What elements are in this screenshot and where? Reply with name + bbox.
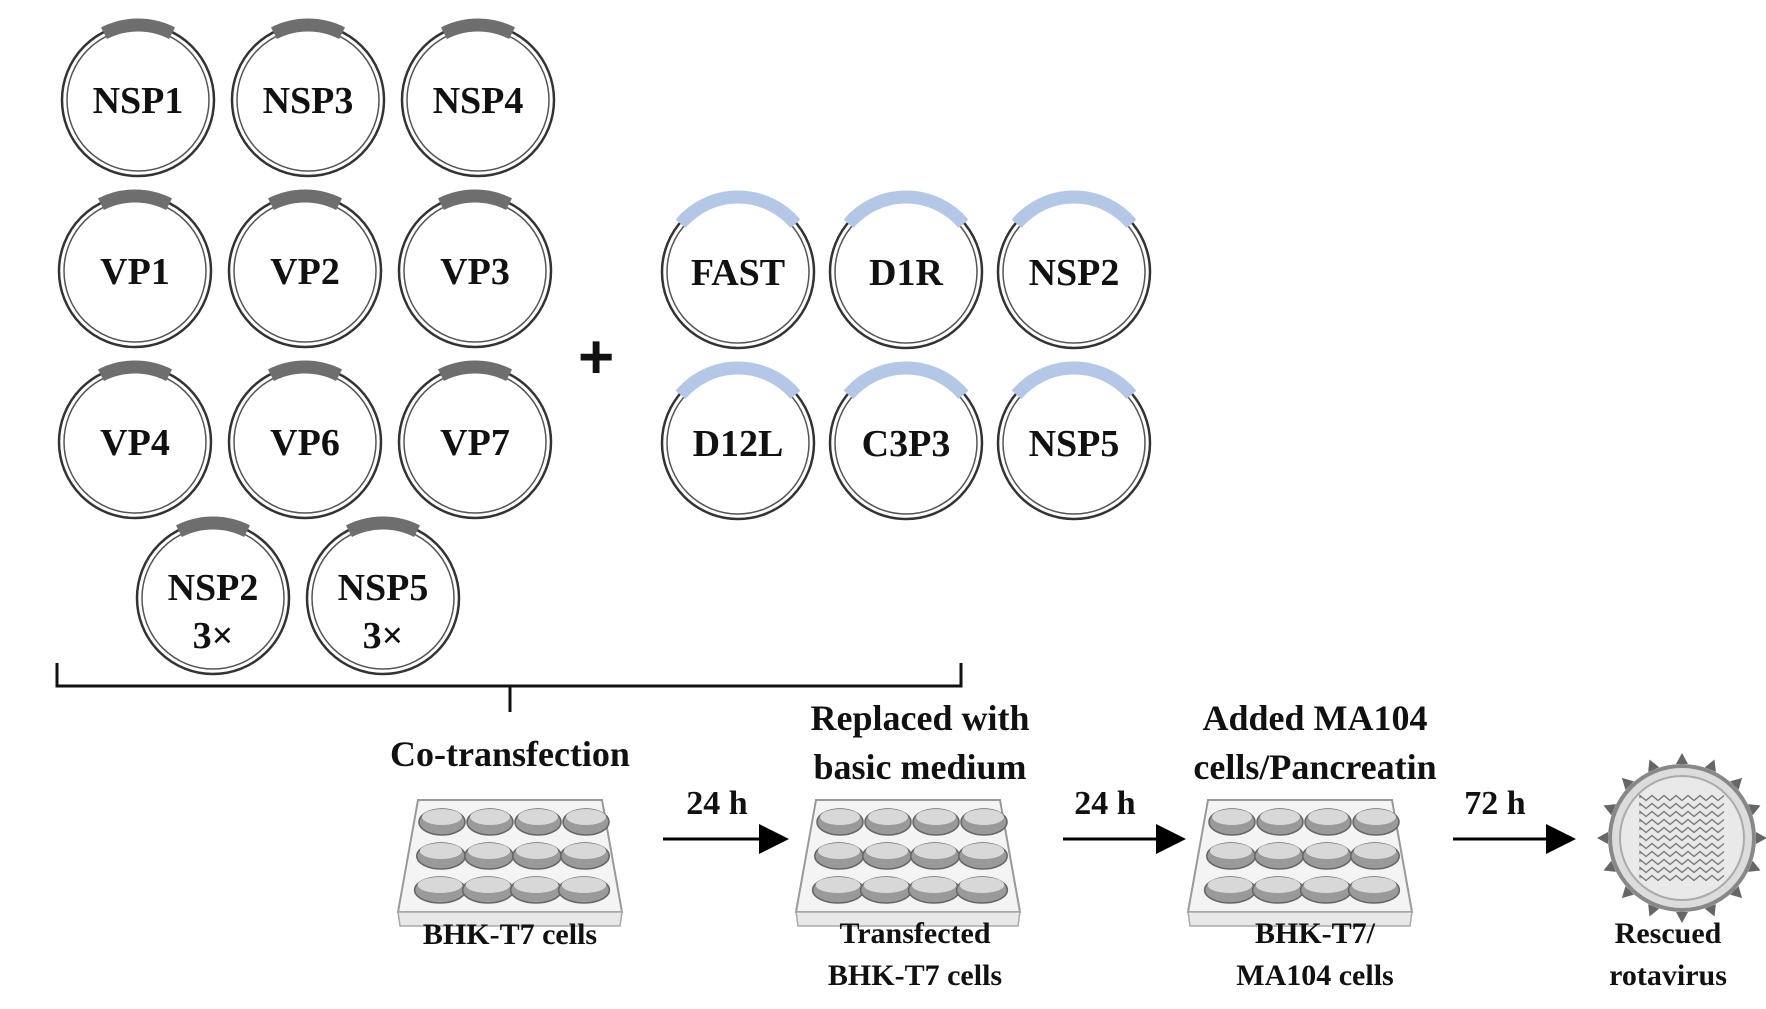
plasmid-label: NSP5 — [1029, 423, 1120, 465]
step3-title-line1: Added MA104 — [1202, 698, 1428, 738]
result-label-line2: rotavirus — [1609, 959, 1727, 992]
step2-title-line1: Replaced with — [810, 698, 1030, 738]
plasmid-helper-d1r-icon: D1R — [828, 190, 984, 350]
step3-cell-label-line2: MA104 cells — [1236, 959, 1394, 992]
step2-cell-label-line2: BHK-T7 cells — [827, 959, 1003, 992]
plasmid-label: D12L — [693, 423, 784, 465]
plasmid-rv-vp7-icon: VP7 — [397, 360, 553, 520]
plasmid-rv-nsp5-icon: NSP5 3× — [305, 516, 461, 676]
plasmid-rv-vp6-icon: VP6 — [227, 360, 383, 520]
plasmid-helper-c3p3-icon: C3P3 — [828, 361, 984, 521]
plasmid-rv-nsp1-icon: NSP1 — [60, 18, 216, 178]
plasmid-rv-nsp2-icon: NSP2 3× — [135, 516, 291, 676]
plasmid-label: D1R — [869, 252, 943, 294]
plasmid-rv-vp2-icon: VP2 — [227, 189, 383, 349]
plasmid-label: VP3 — [440, 251, 510, 293]
plasmid-copy-number: 3× — [363, 615, 404, 657]
plasmid-label: NSP2 — [168, 567, 259, 609]
interval-1-label: 24 h — [686, 785, 748, 822]
plasmid-helper-nsp5-icon: NSP5 — [996, 361, 1152, 521]
rotavirus-particle-icon — [1597, 753, 1766, 923]
plasmid-label: C3P3 — [862, 423, 951, 465]
plasmid-helper-d12l-icon: D12L — [660, 361, 816, 521]
plasmid-label: NSP2 — [1029, 252, 1120, 294]
plasmid-label: NSP1 — [93, 80, 184, 122]
step2-cell-label-line1: Transfected — [839, 917, 991, 950]
step1-title: Co-transfection — [390, 734, 630, 774]
cell-culture-plate-icon — [396, 799, 624, 927]
result-label-line1: Rescued — [1614, 917, 1722, 950]
plasmid-label: VP4 — [100, 422, 170, 464]
plasmid-label: VP2 — [270, 251, 340, 293]
plasmid-label: NSP3 — [263, 80, 354, 122]
plasmid-helper-fast-icon: FAST — [660, 190, 816, 350]
plasmid-label: NSP4 — [433, 80, 524, 122]
plasmid-rv-nsp3-icon: NSP3 — [230, 18, 386, 178]
step2-title-line2: basic medium — [813, 747, 1027, 787]
cell-culture-plate-icon — [1186, 799, 1414, 927]
plasmid-rv-vp4-icon: VP4 — [57, 360, 213, 520]
plasmid-label: NSP5 — [338, 567, 429, 609]
plasmid-rv-nsp4-icon: NSP4 — [400, 18, 556, 178]
step3-cell-label-line1: BHK-T7/ — [1254, 917, 1375, 950]
plasmid-rv-vp1-icon: VP1 — [57, 189, 213, 349]
plus-sign: + — [578, 323, 615, 392]
step3-title-line2: cells/Pancreatin — [1193, 747, 1437, 787]
plate-group — [396, 799, 1414, 927]
co-transfection-bracket — [55, 663, 963, 712]
plasmid-copy-number: 3× — [193, 615, 234, 657]
cell-culture-plate-icon — [794, 799, 1022, 927]
plasmid-label: VP6 — [270, 422, 340, 464]
plasmid-label: VP1 — [100, 251, 170, 293]
plasmid-rv-vp3-icon: VP3 — [397, 189, 553, 349]
interval-2-label: 24 h — [1074, 785, 1136, 822]
interval-3-label: 72 h — [1464, 785, 1526, 822]
plasmid-label: VP7 — [440, 422, 510, 464]
plasmid-helper-nsp2-icon: NSP2 — [996, 190, 1152, 350]
plasmid-label: FAST — [691, 252, 785, 294]
step1-cell-label: BHK-T7 cells — [422, 918, 598, 951]
